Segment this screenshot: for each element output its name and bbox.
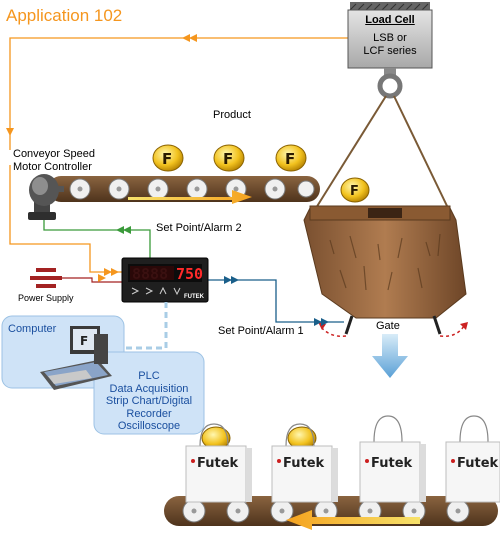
bag-icons xyxy=(185,415,500,503)
load-cell-signal-wire xyxy=(9,37,348,273)
bag-brand-1: Futek xyxy=(197,456,239,471)
svg-text:F: F xyxy=(350,184,359,199)
systems-list: PLC Data Acquisition Strip Chart/Digital… xyxy=(94,370,204,433)
alarm2-wire xyxy=(43,220,151,258)
load-cell-line1: LSB or xyxy=(373,32,407,44)
conveyor-controller-label: Conveyor Speed Motor Controller xyxy=(13,148,95,174)
bag-brand-2: Futek xyxy=(283,456,325,471)
load-cell-line2: LCF series xyxy=(363,45,417,57)
bottom-belt-direction-arrow-icon xyxy=(286,510,420,530)
bag-brand-3: Futek xyxy=(371,456,413,471)
gate-flow-arrow-icon xyxy=(372,334,408,378)
svg-text:8888: 8888 xyxy=(132,265,168,283)
top-conveyor-belt xyxy=(48,176,320,204)
motor-icon xyxy=(28,174,64,220)
setpoint-alarm2-label: Set Point/Alarm 2 xyxy=(156,222,242,234)
power-supply-icon xyxy=(30,268,122,288)
system-item: Data Acquisition xyxy=(109,382,189,395)
gate-icon xyxy=(318,315,468,378)
product-icons: F F F xyxy=(152,144,307,172)
display-readout: 750 xyxy=(176,265,203,283)
digital-display: 8888 xyxy=(121,257,209,303)
conveyor-label-line1: Conveyor Speed xyxy=(13,148,95,160)
belt-direction-arrow-icon xyxy=(128,190,252,204)
computer-icon: F xyxy=(40,326,112,390)
gate-label: Gate xyxy=(376,320,400,332)
setpoint-alarm1-label: Set Point/Alarm 1 xyxy=(218,325,304,337)
display-brand: FUTEK xyxy=(184,294,205,300)
weighing-bin: F xyxy=(303,177,467,319)
system-item: Strip Chart/Digital xyxy=(105,395,193,407)
power-supply-label: Power Supply xyxy=(18,293,74,303)
page-title: Application 102 xyxy=(6,6,123,25)
hanger-cables xyxy=(315,95,449,209)
load-cell-heading: Load Cell xyxy=(365,14,415,26)
signal-arrow-icons xyxy=(6,34,197,276)
product-label: Product xyxy=(213,109,251,121)
system-item: PLC xyxy=(138,370,160,382)
load-cell-icon xyxy=(347,2,433,99)
bag-brand-4: Futek xyxy=(457,456,499,471)
computer-label: Computer xyxy=(8,323,57,335)
conveyor-label-line2: Motor Controller xyxy=(13,161,92,173)
svg-text:F: F xyxy=(162,150,172,168)
system-item: Recorder xyxy=(126,407,172,420)
bottom-conveyor-belt xyxy=(164,496,498,530)
load-cell-label: Load Cell LSB or LCF series xyxy=(348,14,432,58)
svg-text:F: F xyxy=(223,150,233,168)
data-link-wire xyxy=(104,302,168,350)
system-item: Oscilloscope xyxy=(117,420,181,432)
svg-text:F: F xyxy=(285,150,295,168)
systems-panel xyxy=(93,351,205,435)
alarm1-wire xyxy=(208,279,344,323)
svg-text:F: F xyxy=(80,334,88,348)
